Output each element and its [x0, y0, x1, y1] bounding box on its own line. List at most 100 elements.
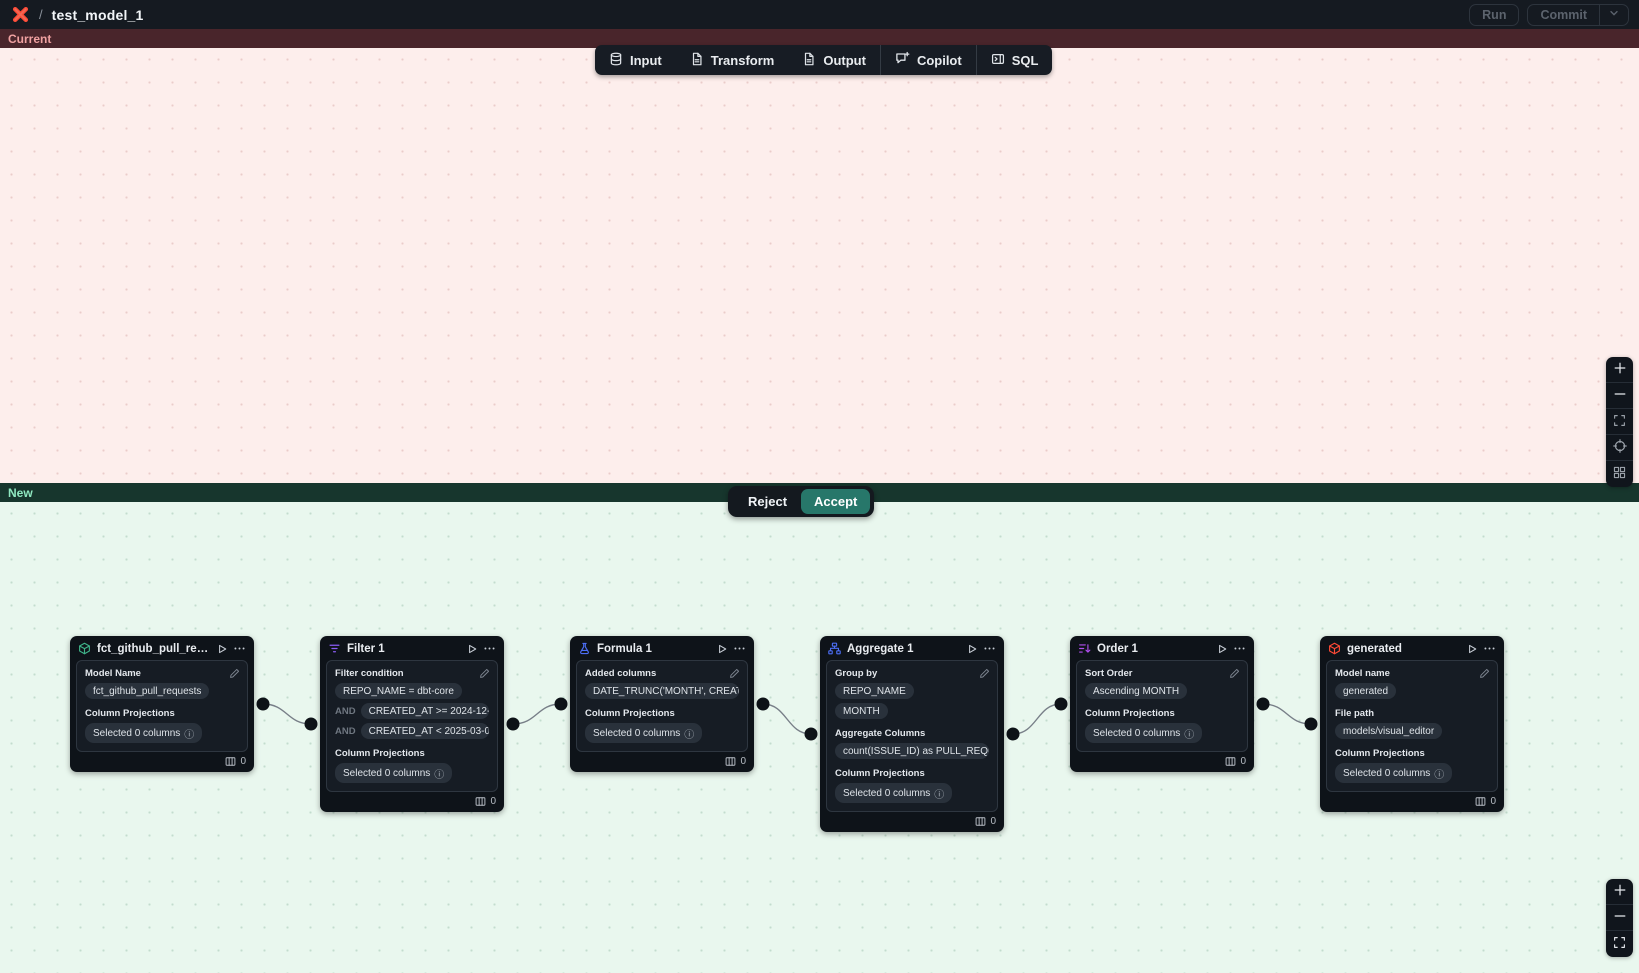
pill-text: Selected 0 columns — [93, 727, 181, 739]
info-icon[interactable]: ⓘ — [934, 789, 945, 801]
pill-text: MONTH — [843, 705, 880, 717]
edit-icon[interactable] — [479, 667, 490, 682]
node-card-fct-github-pull-requests[interactable]: fct_github_pull_requests Model Name fct_… — [70, 636, 254, 772]
page-title: test_model_1 — [51, 6, 144, 23]
node-card-formula-1[interactable]: Formula 1 Added columns DATE_TRUNC('MONT… — [570, 636, 754, 772]
connection-handle[interactable] — [1256, 697, 1270, 711]
connection-handle[interactable] — [506, 717, 520, 731]
file-text-icon — [690, 52, 704, 69]
run-node-button[interactable] — [716, 643, 728, 655]
edit-icon[interactable] — [979, 667, 990, 682]
field-row: REPO_NAME — [835, 683, 989, 699]
pill-text: Selected 0 columns — [343, 767, 431, 779]
file-text-icon — [802, 52, 816, 69]
toolbar-transform-button[interactable]: Transform — [676, 45, 789, 75]
node-field: Aggregate Columns count(ISSUE_ID) as PUL… — [835, 728, 989, 759]
new-fit-view-button[interactable] — [1606, 931, 1633, 957]
dbt-logo-icon[interactable] — [10, 5, 30, 25]
field-label: Column Projections — [85, 708, 175, 719]
toolbar-input-button[interactable]: Input — [595, 45, 676, 75]
info-icon[interactable]: ⓘ — [1184, 729, 1195, 741]
connection-handle[interactable] — [1304, 717, 1318, 731]
node-card-generated[interactable]: generated Model name generated File path — [1320, 636, 1504, 812]
node-menu-button[interactable] — [483, 642, 496, 655]
current-zoom-out-button[interactable] — [1606, 383, 1633, 409]
current-grid-view-button[interactable] — [1606, 461, 1633, 487]
edge-path — [512, 703, 562, 725]
edit-icon[interactable] — [229, 667, 240, 682]
node-footer: 0 — [320, 792, 504, 812]
node-header[interactable]: Filter 1 — [320, 636, 504, 660]
node-header[interactable]: Formula 1 — [570, 636, 754, 660]
connection-handle[interactable] — [304, 717, 318, 731]
run-node-button[interactable] — [966, 643, 978, 655]
node-menu-button[interactable] — [733, 642, 746, 655]
current-zoom-in-button[interactable] — [1606, 357, 1633, 383]
run-node-button[interactable] — [466, 643, 478, 655]
run-node-button[interactable] — [1466, 643, 1478, 655]
run-node-button[interactable] — [216, 643, 228, 655]
current-fit-view-button[interactable] — [1606, 409, 1633, 435]
field-label: Aggregate Columns — [835, 728, 926, 739]
node-menu-button[interactable] — [1483, 642, 1496, 655]
node-menu-button[interactable] — [1233, 642, 1246, 655]
node-menu-button[interactable] — [233, 642, 246, 655]
toolbar-copilot-button[interactable]: Copilot — [879, 45, 976, 75]
toolbar-output-button[interactable]: Output — [788, 45, 880, 75]
node-menu-button[interactable] — [983, 642, 996, 655]
node-header-actions — [466, 642, 496, 655]
new-zoom-out-button[interactable] — [1606, 905, 1633, 931]
node-header[interactable]: Order 1 — [1070, 636, 1254, 660]
new-zoom-in-button[interactable] — [1606, 879, 1633, 905]
reject-button[interactable]: Reject — [738, 490, 797, 513]
info-icon[interactable]: ⓘ — [1434, 769, 1445, 781]
node-header[interactable]: Aggregate 1 — [820, 636, 1004, 660]
node-card-aggregate-1[interactable]: Aggregate 1 Group by REPO_NAME MONTH — [820, 636, 1004, 832]
connection-handle[interactable] — [804, 727, 818, 741]
node-header-actions — [1216, 642, 1246, 655]
connection-handle[interactable] — [1054, 697, 1068, 711]
field-row: AND CREATED_AT >= 2024-12-01 — [335, 703, 489, 719]
info-icon[interactable]: ⓘ — [684, 729, 695, 741]
breadcrumb-separator: / — [39, 7, 43, 22]
commit-button[interactable]: Commit — [1528, 5, 1599, 25]
edit-icon[interactable] — [1479, 667, 1490, 682]
edit-icon[interactable] — [729, 667, 740, 682]
connection-handle[interactable] — [256, 697, 270, 711]
info-icon[interactable]: ⓘ — [434, 769, 445, 781]
columns-icon — [225, 756, 236, 767]
field-label: Column Projections — [335, 748, 425, 759]
condition-operator: AND — [335, 725, 356, 737]
new-canvas[interactable]: fct_github_pull_requests Model Name fct_… — [0, 502, 1639, 973]
pill-text: generated — [1343, 685, 1389, 697]
connection-handle[interactable] — [756, 697, 770, 711]
node-header[interactable]: generated — [1320, 636, 1504, 660]
current-canvas[interactable] — [0, 48, 1639, 487]
commit-dropdown-button[interactable] — [1599, 4, 1628, 25]
node-body: Model Name fct_github_pull_requests Colu… — [76, 660, 248, 752]
field-row: AND CREATED_AT < 2025-03-01 — [335, 723, 489, 739]
node-header[interactable]: fct_github_pull_requests — [70, 636, 254, 660]
node-title: generated — [1347, 642, 1402, 655]
flask-icon — [578, 642, 591, 655]
field-row: fct_github_pull_requests — [85, 683, 239, 699]
edit-icon[interactable] — [1229, 667, 1240, 682]
toolbar-sql-button[interactable]: SQL — [975, 45, 1053, 75]
accept-button[interactable]: Accept — [801, 489, 871, 514]
run-node-button[interactable] — [1216, 643, 1228, 655]
run-button[interactable]: Run — [1469, 3, 1520, 26]
connection-handle[interactable] — [554, 697, 568, 711]
node-card-filter-1[interactable]: Filter 1 Filter condition REPO_NAME = db… — [320, 636, 504, 812]
info-icon[interactable]: ⓘ — [184, 729, 195, 741]
pill-text: Selected 0 columns — [593, 727, 681, 739]
new-zoom-controls — [1606, 879, 1633, 957]
edge-path — [762, 703, 812, 735]
connection-handle[interactable] — [1006, 727, 1020, 741]
current-focus-view-button[interactable] — [1606, 435, 1633, 461]
zoom-in-icon — [1613, 361, 1627, 378]
columns-icon — [1475, 796, 1486, 807]
node-card-order-1[interactable]: Order 1 Sort Order Ascending MONTH Colum… — [1070, 636, 1254, 772]
